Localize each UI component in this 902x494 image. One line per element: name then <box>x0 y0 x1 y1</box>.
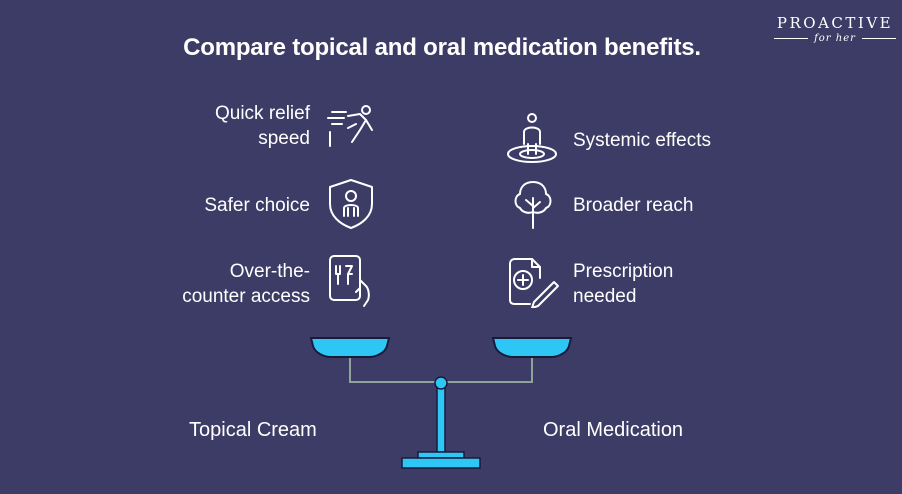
label-line: speed <box>258 128 310 149</box>
brand-name: PROACTIVE <box>776 14 894 32</box>
label-line: Systemic effects <box>573 130 711 151</box>
scale-base-bottom <box>401 457 481 469</box>
benefit-broader-reach-label: Broader reach <box>573 193 773 218</box>
scale-pan-right <box>491 337 573 358</box>
label-line: counter access <box>182 286 310 307</box>
shield-person-icon <box>326 178 376 230</box>
scale-base-top <box>417 451 465 459</box>
benefit-systemic-effects-label: Systemic effects <box>573 128 773 153</box>
label-line: Quick relief <box>214 103 310 124</box>
tree-icon <box>512 178 554 230</box>
person-ripple-icon <box>506 112 558 166</box>
label-line: Safer choice <box>204 195 310 216</box>
page-title: Compare topical and oral medication bene… <box>183 34 701 61</box>
scale-post <box>436 387 446 453</box>
divider <box>861 38 896 39</box>
benefit-otc-access-label: Over-the- counter access <box>130 259 310 309</box>
running-person-icon <box>326 102 378 150</box>
oral-medication-label: Oral Medication <box>543 419 684 441</box>
label-line: Over-the- <box>229 261 310 282</box>
scale-pivot <box>434 376 448 390</box>
brand-tagline: for her <box>814 33 856 44</box>
label-line: Prescription <box>573 261 674 282</box>
divider <box>774 38 809 39</box>
prescription-pen-icon <box>506 256 560 308</box>
brand-tagline-row: for her <box>774 33 896 44</box>
benefit-prescription-needed-label: Prescription needed <box>573 259 773 309</box>
benefit-safer-choice-label: Safer choice <box>150 193 310 218</box>
topical-cream-label: Topical Cream <box>189 419 317 441</box>
benefit-quick-relief-label: Quick relief speed <box>150 101 310 151</box>
label-line: Broader reach <box>573 195 694 216</box>
hand-phone-pharmacy-icon <box>326 254 376 308</box>
label-line: needed <box>573 286 637 307</box>
scale-pan-left <box>309 337 391 358</box>
brand-logo: PROACTIVE for her <box>774 14 896 44</box>
